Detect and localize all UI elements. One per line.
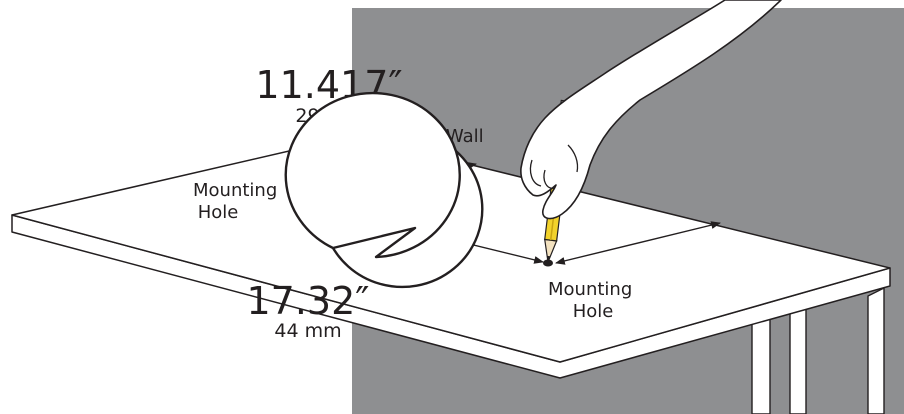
mounting-hole-right-line1: Mounting — [548, 279, 632, 300]
callout-bottom-imperial: 17.32″ — [247, 279, 370, 323]
arrow-right-hole-to-edge — [555, 221, 721, 265]
callout-bottom-metric: 44 mm — [274, 320, 341, 342]
mounting-hole-left-line1: Mounting — [193, 180, 277, 201]
hand-with-pencil — [520, 0, 782, 265]
mounting-hole-left-line2: Hole — [198, 202, 239, 223]
mounting-hole-right-line2: Hole — [573, 301, 614, 322]
mounting-hole-right-label: Mounting Hole — [548, 279, 638, 322]
callout-bottom-bubble — [284, 91, 461, 259]
mounting-hole-left-label: Mounting Hole — [193, 180, 283, 223]
desk-legs — [751, 286, 885, 414]
wall-label: Wall — [446, 126, 484, 147]
